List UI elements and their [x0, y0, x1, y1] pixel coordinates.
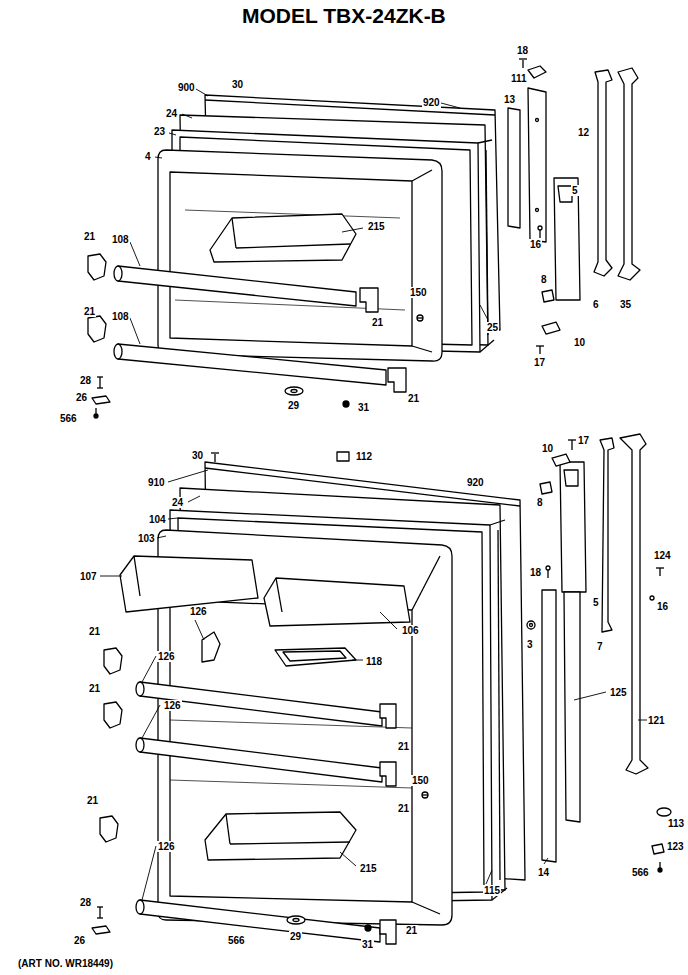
callout-number: 5: [571, 185, 579, 196]
callout-number: 106: [401, 625, 420, 636]
callout-number: 26: [73, 935, 86, 946]
callout-number: 21: [371, 317, 384, 328]
callout-number: 108: [111, 311, 130, 322]
callout-number: 125: [609, 687, 628, 698]
callout-number: 111: [510, 73, 528, 84]
callout-number: 10: [541, 443, 554, 454]
callout-number: 26: [75, 392, 88, 403]
callout-number: 566: [227, 935, 246, 946]
callout-number: 16: [656, 601, 669, 612]
callout-number: 10: [573, 337, 586, 348]
callout-number: 21: [86, 795, 99, 806]
callout-number: 24: [171, 497, 184, 508]
callout-number: 215: [359, 863, 378, 874]
callout-number: 24: [165, 108, 178, 119]
art-number-note: (ART NO. WR18449): [17, 958, 114, 969]
callout-number: 28: [79, 375, 92, 386]
callout-number: 215: [367, 221, 386, 232]
callout-number: 126: [157, 841, 176, 852]
callout-number: 910: [147, 477, 166, 488]
callout-number: 14: [537, 867, 550, 878]
callout-number: 17: [577, 435, 590, 446]
callout-number: 30: [231, 79, 244, 90]
callout-number: 25: [486, 322, 499, 333]
callout-number: 107: [79, 571, 98, 582]
callout-number: 21: [83, 231, 96, 242]
callout-number: 112: [355, 451, 373, 462]
callout-number: 31: [361, 939, 374, 950]
callout-number: 6: [592, 299, 600, 310]
callout-number: 21: [88, 626, 101, 637]
callout-number: 21: [83, 306, 96, 317]
callout-number: 103: [137, 533, 156, 544]
callout-number: 126: [157, 651, 176, 662]
callout-number: 115: [483, 885, 501, 896]
callout-number: 35: [619, 299, 632, 310]
callout-number: 30: [191, 450, 204, 461]
model-title: MODEL TBX-24ZK-B: [242, 4, 446, 28]
callout-number: 121: [647, 715, 666, 726]
callout-number: 566: [631, 867, 650, 878]
callout-number: 21: [407, 393, 420, 404]
callout-number: 920: [422, 97, 441, 108]
callout-number: 150: [409, 287, 428, 298]
callout-number: 3: [526, 639, 534, 650]
callout-number: 29: [289, 931, 302, 942]
callout-number: 31: [357, 402, 370, 413]
callout-number: 18: [529, 567, 542, 578]
callout-number: 28: [79, 897, 92, 908]
callout-number: 104: [148, 514, 167, 525]
callout-number: 108: [111, 234, 130, 245]
callout-number: 123: [666, 841, 685, 852]
callout-number: 8: [540, 274, 548, 285]
callout-number: 13: [503, 94, 516, 105]
callout-number: 21: [88, 683, 101, 694]
callout-number: 12: [577, 127, 590, 138]
callout-number: 566: [59, 413, 78, 424]
callout-number: 4: [144, 151, 152, 162]
callout-number: 29: [287, 400, 300, 411]
callout-number: 5: [592, 597, 600, 608]
callout-number: 900: [177, 82, 196, 93]
callout-number: 8: [536, 497, 544, 508]
callout-number: 21: [397, 803, 410, 814]
callout-number: 150: [411, 775, 430, 786]
callout-number: 21: [397, 741, 410, 752]
callout-number: 118: [365, 656, 383, 667]
callout-number: 21: [405, 925, 418, 936]
callout-number: 126: [163, 700, 182, 711]
callout-number: 23: [153, 126, 166, 137]
callout-number: 126: [189, 606, 208, 617]
callout-number: 113: [667, 818, 685, 829]
callout-number: 920: [466, 477, 485, 488]
callout-number: 18: [516, 45, 529, 56]
callout-number: 124: [653, 550, 672, 561]
callout-number: 7: [596, 641, 604, 652]
callout-number: 16: [529, 239, 542, 250]
callout-number: 17: [533, 357, 546, 368]
